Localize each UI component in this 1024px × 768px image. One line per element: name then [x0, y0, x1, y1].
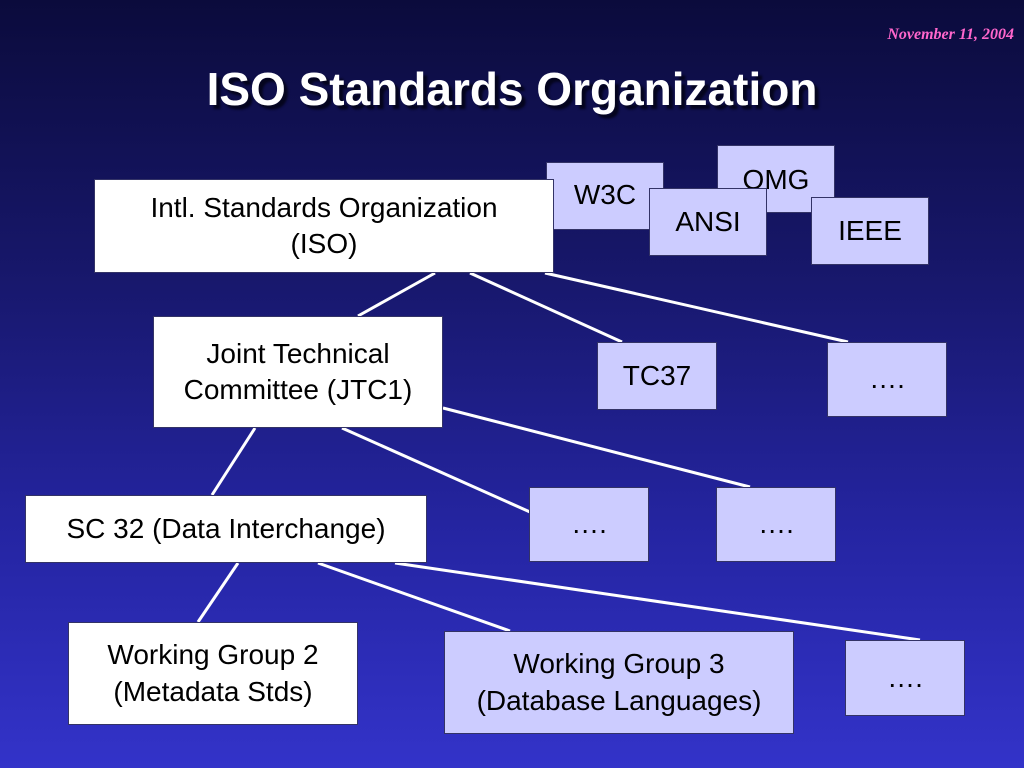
- connector-iso-tc37: [469, 271, 623, 344]
- jtc-other-2-label: ….: [758, 508, 794, 540]
- iso-box: Intl. Standards Organization (ISO): [94, 179, 554, 273]
- iso-other-box: ….: [827, 342, 947, 417]
- slide-title: ISO Standards Organization: [206, 63, 818, 115]
- connector-jtc1-other-2: [442, 406, 751, 489]
- org-ansi-label: ANSI: [675, 205, 741, 237]
- org-w3c-label: W3C: [573, 179, 637, 210]
- iso-other-label: ….: [869, 363, 905, 395]
- connector-sc32-wg3: [317, 561, 511, 633]
- org-w3c-box: W3C: [546, 162, 664, 230]
- sc32-box: SC 32 (Data Interchange): [25, 495, 427, 563]
- jtc-other-2-box: ….: [716, 487, 836, 562]
- sc32-other-label: ….: [887, 661, 923, 693]
- wg2-label-line2: (Metadata Stds): [113, 675, 313, 707]
- jtc1-label-line1: Joint Technical: [206, 337, 390, 369]
- tc37-box: TC37: [597, 342, 717, 410]
- connector-sc32-wg2: [196, 562, 240, 623]
- org-ieee-label: IEEE: [838, 214, 902, 246]
- sc32-label: SC 32 (Data Interchange): [66, 512, 386, 544]
- wg3-label-line2: (Database Languages): [476, 684, 762, 716]
- connector-jtc1-other-1: [341, 426, 531, 514]
- org-ieee-box: IEEE: [811, 197, 929, 265]
- slide-date: November 11, 2004: [887, 26, 1014, 43]
- tc37-label: TC37: [622, 359, 692, 391]
- wg2-box: Working Group 2 (Metadata Stds): [68, 622, 358, 725]
- sc32-other-box: ….: [845, 640, 965, 716]
- iso-label-line1: Intl. Standards Organization: [150, 191, 498, 223]
- jtc1-label-line2: Committee (JTC1): [183, 374, 413, 405]
- wg3-label-line1: Working Group 3: [513, 648, 725, 680]
- jtc1-box: Joint Technical Committee (JTC1): [153, 316, 443, 428]
- connector-iso-other: [544, 271, 849, 344]
- jtc-other-1-label: ….: [571, 508, 607, 540]
- jtc-other-1-box: ….: [529, 487, 649, 562]
- iso-label-line2: (ISO): [290, 228, 358, 259]
- connector-jtc1-sc32: [210, 427, 257, 496]
- connector-iso-jtc1: [357, 271, 436, 318]
- wg2-label-line1: Working Group 2: [107, 639, 319, 671]
- connector-sc32-other: [394, 561, 921, 642]
- wg3-box: Working Group 3 (Database Languages): [444, 631, 794, 734]
- org-ansi-box: ANSI: [649, 188, 767, 256]
